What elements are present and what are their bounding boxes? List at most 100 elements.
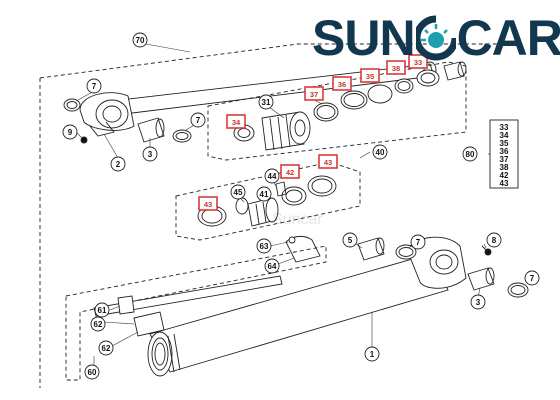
callout-label: 62 [102,344,111,353]
callout-7: 7 [190,112,206,128]
kit-list-item: 37 [500,155,509,164]
callout-label: 7 [416,238,421,247]
callout-37: 37 [304,86,324,101]
bushing-3b [467,267,495,291]
callout-label: 38 [392,64,400,73]
callout-1: 1 [364,346,380,362]
callout-5: 5 [342,232,358,248]
callout-36: 36 [332,76,352,91]
callout-label: 7 [196,116,201,125]
kit-list-item: 38 [500,163,509,172]
callout-label: 62 [94,320,103,329]
callout-label: 31 [262,98,271,107]
callout-33: 33 [408,54,428,69]
grease-fitting-9 [80,136,88,144]
callout-7: 7 [410,234,426,250]
callout-64: 64 [264,258,280,274]
callout-label: 63 [260,242,269,251]
callout-43: 43 [198,196,218,211]
callout-41: 41 [256,186,272,202]
callout-2: 2 [110,156,126,172]
rod-end-cap [443,61,465,81]
callout-40: 40 [372,144,388,160]
callout-80: 80 [462,146,478,162]
callout-label: 9 [68,128,73,137]
callout-8: 8 [486,232,502,248]
kit-list-item: 33 [500,123,509,132]
callout-label: 35 [366,72,374,81]
callout-label: 80 [466,150,475,159]
suncar-logo: SUN CAR [312,8,560,68]
watermark: Suncar [272,211,323,228]
piston-31 [261,111,311,151]
callout-43: 43 [318,154,338,169]
callout-label: 7 [530,274,535,283]
callout-60: 60 [84,364,100,380]
bolt-63 [288,236,296,244]
callout-label: 37 [310,90,318,99]
callout-35: 35 [360,68,380,83]
kit-list-item: 43 [500,179,509,188]
pipe-assembly [93,275,283,317]
callout-61: 61 [94,302,110,318]
bushing-3a [137,117,165,143]
pipe-clamp-61 [117,295,135,315]
callout-label: 44 [268,172,277,181]
callout-label: 1 [370,350,375,359]
callout-label: 33 [414,58,422,67]
callout-label: 36 [338,80,346,89]
callout-42: 42 [280,164,300,179]
kit-list-item: 42 [500,171,509,180]
callout-63: 63 [256,238,272,254]
seal-35 [367,84,393,104]
callout-label: 40 [376,148,385,157]
callout-label: 60 [88,368,97,377]
callout-label: 43 [204,200,212,209]
callout-62: 62 [90,316,106,332]
gland-44 [275,181,287,197]
callout-3: 3 [142,146,158,162]
callout-label: 61 [98,306,107,315]
kit-list-item: 34 [500,131,509,140]
callout-7: 7 [524,270,540,286]
wiper-7b [172,129,192,143]
callout-34: 34 [226,114,246,129]
piston-rod-assembly [79,61,437,137]
bushing-5 [357,237,385,261]
kit-list-item: 36 [500,147,509,156]
callout-label: 70 [136,36,145,45]
callout-label: 2 [116,160,121,169]
gland-41 [247,197,279,227]
logo-text-sun: SUN [312,10,416,66]
frame-40 [207,61,467,161]
callout-label: 45 [234,188,243,197]
callout-70: 70 [132,32,148,48]
callout-7: 7 [86,78,102,94]
callout-62: 62 [98,340,114,356]
callout-label: 8 [492,236,497,245]
callout-label: 43 [324,158,332,167]
callout-label: 7 [92,82,97,91]
callout-9: 9 [62,124,78,140]
callout-3: 3 [470,294,486,310]
callout-label: 3 [148,150,153,159]
pipe-block-62 [133,311,165,337]
logo-text-car: CAR [456,10,560,66]
callout-label: 41 [260,190,269,199]
wiper-7a [63,98,81,112]
kit-list-box [489,119,519,189]
cylinder-tube-1 [147,236,467,377]
callout-45: 45 [230,184,246,200]
callout-label: 64 [268,262,277,271]
grease-fitting-8 [481,245,492,256]
callout-label: 34 [232,118,241,127]
callout-38: 38 [386,60,406,75]
callout-label: 5 [348,236,353,245]
logo-sun-mark [413,15,459,61]
kit-list-item: 35 [500,139,509,148]
callout-label: 3 [476,298,481,307]
callout-44: 44 [264,168,280,184]
